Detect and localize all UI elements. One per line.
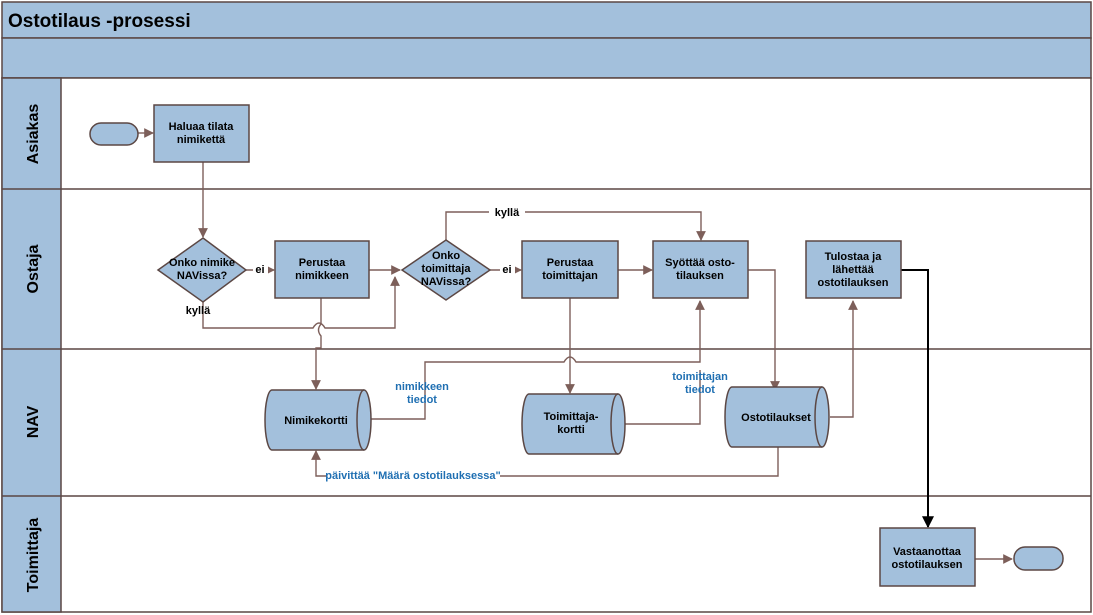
svg-text:Onko: Onko [432,250,460,262]
svg-text:lähettää: lähettää [832,264,874,276]
svg-text:Syöttää osto-: Syöttää osto- [665,257,735,269]
svg-text:Tulostaa ja: Tulostaa ja [825,251,883,263]
datastore-ostotilaukset: Ostotilaukset [724,386,830,448]
flow-nimikekortti-to-syottaa [370,300,705,420]
flow-perustaa-nimikkeen-to-nimikekortti [311,298,322,390]
svg-text:Ostotilaukset: Ostotilaukset [741,412,811,424]
flow-kylla-to-onko-toimittaja [202,276,400,329]
label-nimikkeen-tiedot-1: nimikkeen [395,381,449,393]
decision-onko-toimittaja: Onko toimittaja NAVissa? [400,239,492,301]
flow-tulostaa-to-vastaanottaa [901,269,934,529]
flow-kylla-to-syottaa [445,211,706,241]
flow-toimittajakortti-to-syottaa [625,370,701,425]
svg-text:NAVissa?: NAVissa? [421,276,472,288]
header-band [1,37,1092,79]
lanes: Asiakas Ostaja NAV Toimittaja [1,77,1092,613]
flow-ostotilaukset-to-nimikekortti [311,446,779,477]
svg-text:Haluaa tilata: Haluaa tilata [169,121,235,133]
datastore-toimittajakortti: Toimittaja- kortti [521,393,626,455]
svg-text:toimittajan: toimittajan [542,270,598,282]
datastore-nimikekortti: Nimikekortti [264,389,372,451]
label-toimittajan-tiedot-1: toimittajan [672,371,728,383]
decision-onko-nimike: Onko nimike NAVissa? [156,237,248,303]
edge-labels: ei ei kyllä kyllä nimikkeen tiedot toimi… [186,206,728,482]
flow-ostotilaukset-to-tulostaa [830,300,858,418]
svg-text:Onko nimike: Onko nimike [169,257,235,269]
node-perustaa-nimikkeen: Perustaa nimikkeen [274,240,370,299]
node-vastaanottaa: Vastaanottaa ostotilauksen [879,527,976,587]
lane-label-asiakas: Asiakas [25,104,42,165]
label-paivittaa: päivittää "Määrä ostotilauksessa" [325,470,501,482]
node-syottaa: Syöttää osto- tilauksen [652,240,749,299]
lane-label-nav: NAV [25,405,42,438]
node-tulostaa: Tulostaa ja lähettää ostotilauksen [805,240,902,299]
label-ei-1: ei [255,264,264,276]
svg-text:NAVissa?: NAVissa? [177,270,228,282]
svg-text:nimikkeen: nimikkeen [295,270,349,282]
flow-syottaa-to-ostotilaukset [748,269,780,391]
end-terminator [1013,546,1064,571]
svg-text:toimittaja: toimittaja [422,263,472,275]
lane-label-toimittaja: Toimittaja [25,518,42,592]
svg-text:Perustaa: Perustaa [547,257,594,269]
svg-text:Vastaanottaa: Vastaanottaa [893,546,962,558]
svg-text:tilauksen: tilauksen [676,270,724,282]
start-terminator [89,122,139,146]
svg-text:Perustaa: Perustaa [299,257,346,269]
node-haluaa: Haluaa tilata nimikettä [153,104,250,163]
svg-text:ostotilauksen: ostotilauksen [818,277,889,289]
node-perustaa-toimittajan: Perustaa toimittajan [521,240,619,299]
title-bar: Ostotilaus -prosessi [1,1,1092,39]
svg-text:nimikettä: nimikettä [177,134,226,146]
svg-text:ostotilauksen: ostotilauksen [892,559,963,571]
svg-text:kortti: kortti [557,424,585,436]
svg-text:Toimittaja-: Toimittaja- [544,411,599,423]
label-kylla-2: kyllä [495,207,520,219]
label-toimittajan-tiedot-2: tiedot [685,384,715,396]
label-ei-2: ei [502,264,511,276]
lane-label-ostaja: Ostaja [25,244,42,293]
svg-text:Nimikekortti: Nimikekortti [284,415,348,427]
diagram-title: Ostotilaus -prosessi [8,11,191,32]
label-nimikkeen-tiedot-2: tiedot [407,394,437,406]
connectors [138,128,1013,564]
label-kylla-1: kyllä [186,305,211,317]
